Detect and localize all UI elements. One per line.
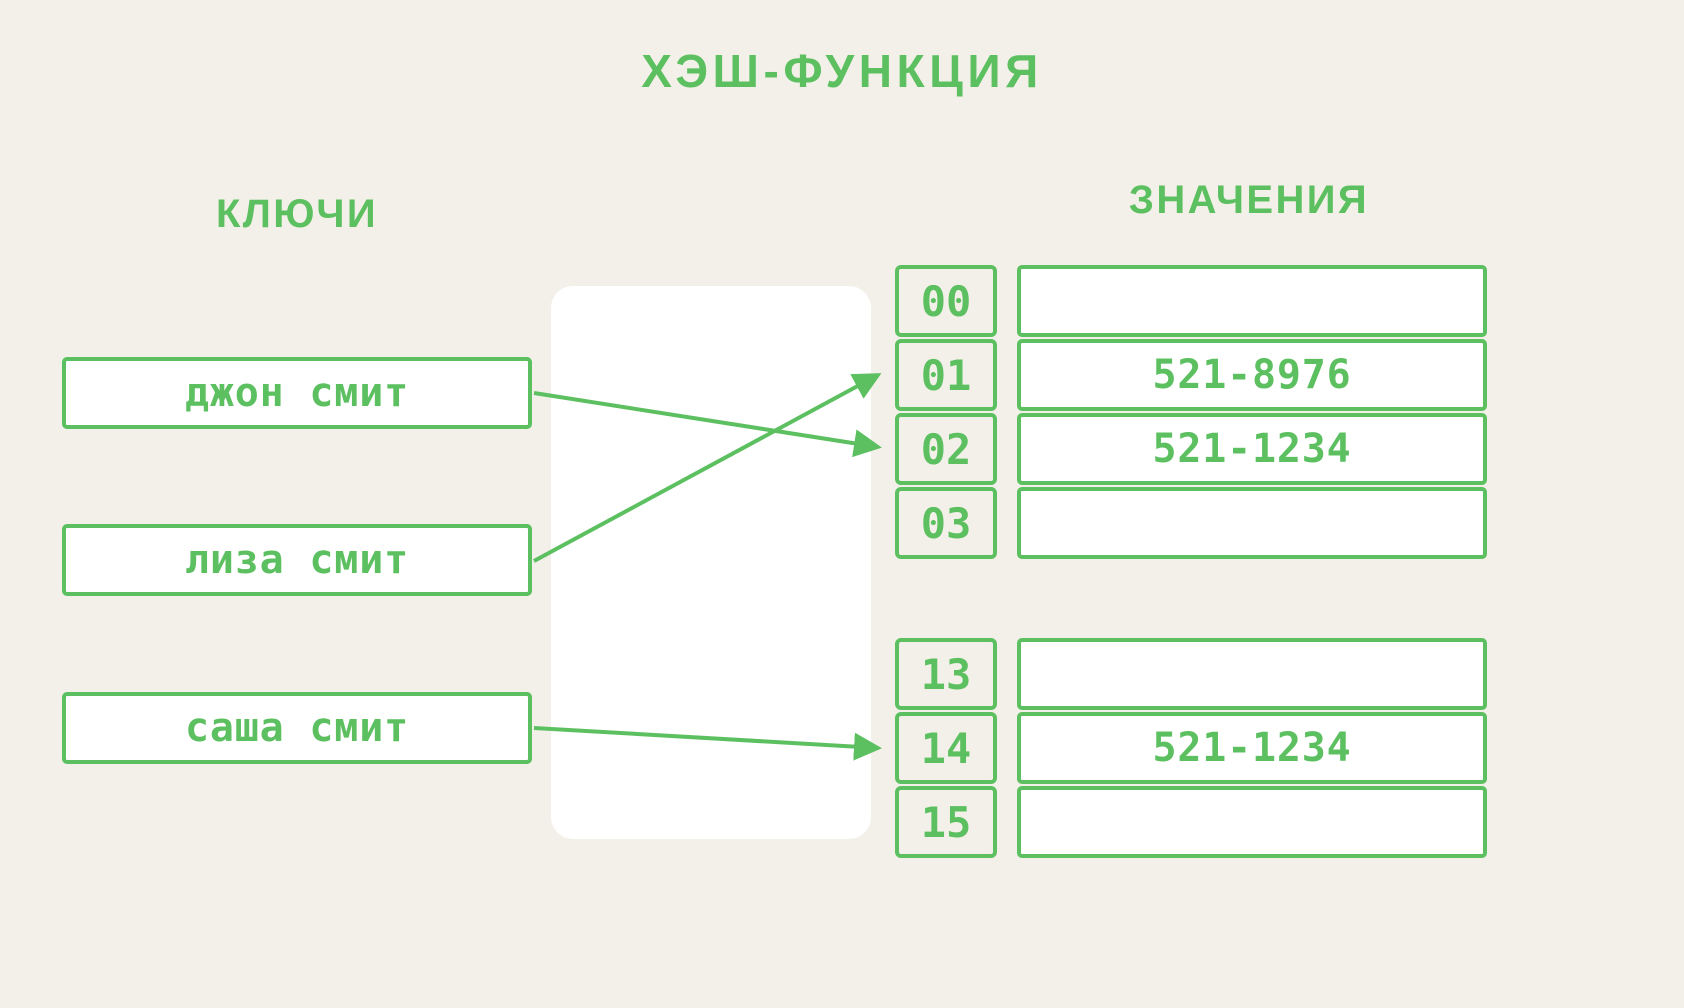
slot-index-02: 02 [895, 413, 997, 485]
page-title: ХЭШ-ФУНКЦИЯ [641, 45, 1043, 97]
key-box-john-smith[interactable]: джон смит [62, 357, 532, 429]
slot-index-00: 00 [895, 265, 997, 337]
slot-index-15: 15 [895, 786, 997, 858]
values-column-heading: ЗНАЧЕНИЯ [1128, 178, 1370, 222]
key-box-liza-smith[interactable]: лиза смит [62, 524, 532, 596]
slot-index-14: 14 [895, 712, 997, 784]
slot-index-13: 13 [895, 638, 997, 710]
slot-value-03[interactable] [1017, 487, 1487, 559]
slot-value-15[interactable] [1017, 786, 1487, 858]
slot-value-14[interactable]: 521-1234 [1017, 712, 1487, 784]
hash-function-box [551, 286, 871, 839]
slot-value-01[interactable]: 521-8976 [1017, 339, 1487, 411]
keys-column-heading: КЛЮЧИ [215, 192, 379, 236]
slot-value-00[interactable] [1017, 265, 1487, 337]
slot-value-02[interactable]: 521-1234 [1017, 413, 1487, 485]
slot-index-01: 01 [895, 339, 997, 411]
key-box-sasha-smith[interactable]: саша смит [62, 692, 532, 764]
slot-index-03: 03 [895, 487, 997, 559]
slot-value-13[interactable] [1017, 638, 1487, 710]
